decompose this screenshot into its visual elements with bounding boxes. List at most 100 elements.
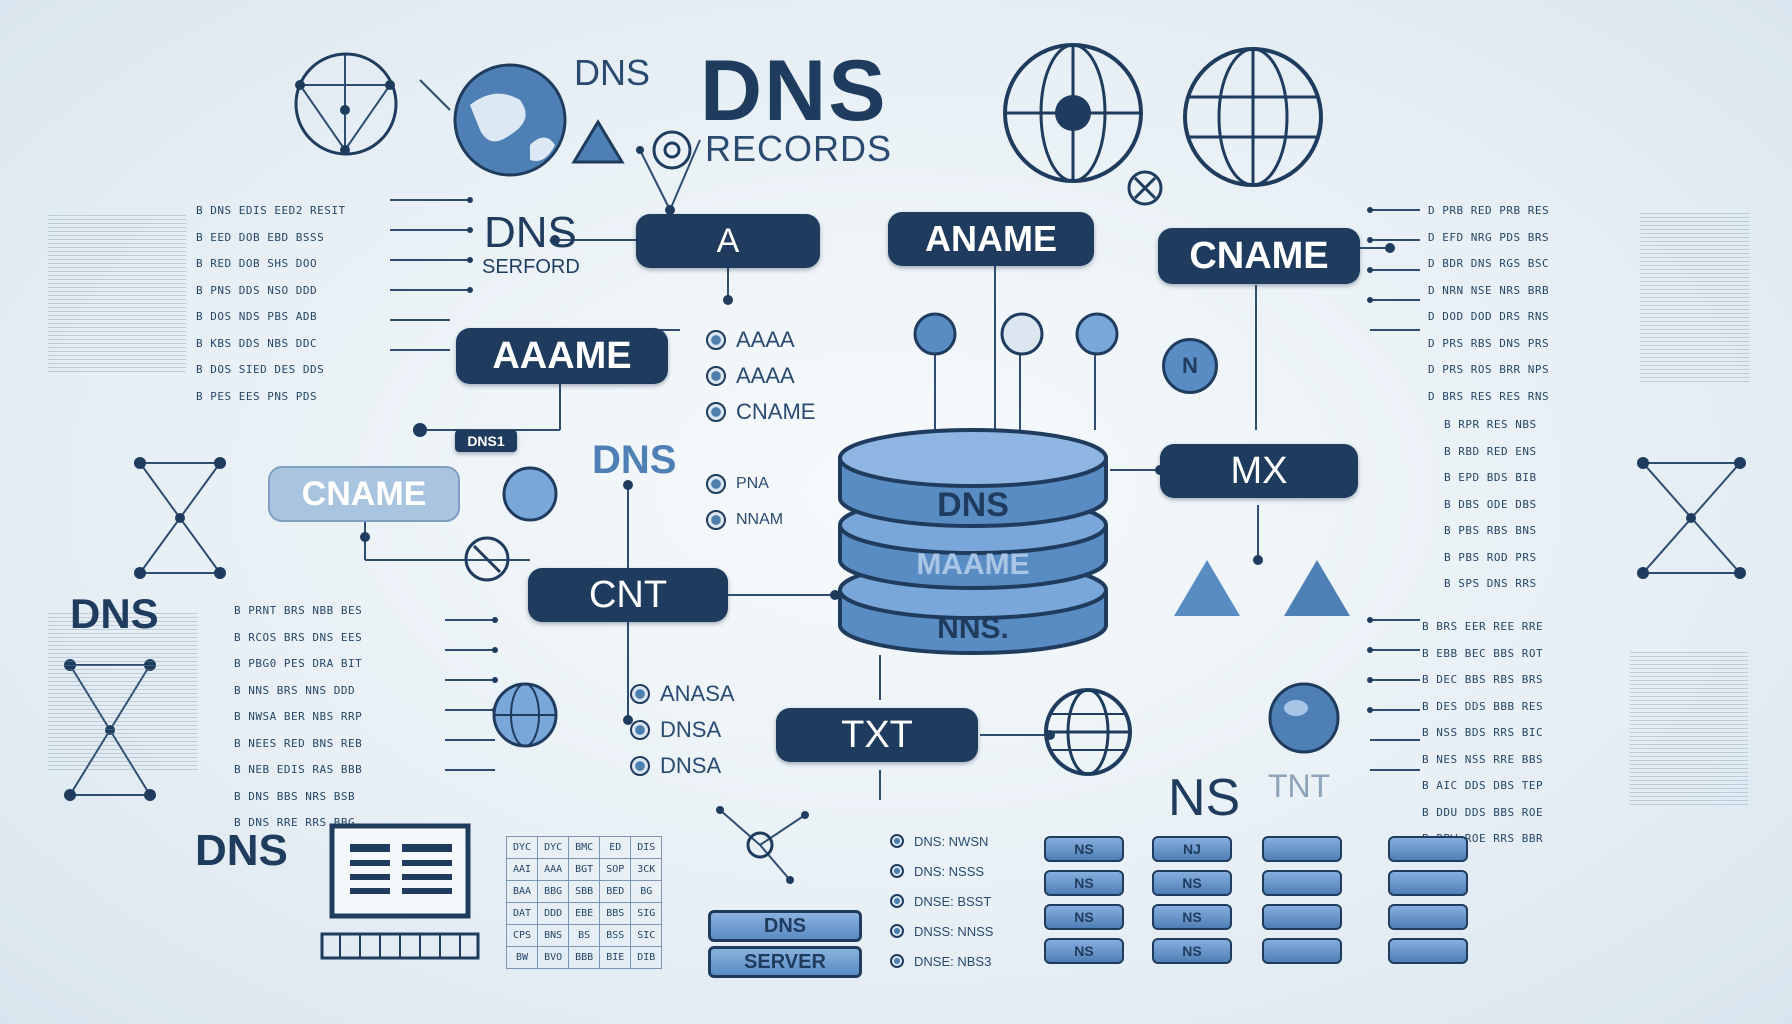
bullet-icon [890,894,904,908]
hatch-panel-right-bottom [1630,650,1748,805]
balloon-node-icon-2 [1000,312,1044,356]
bullet-icon [706,402,726,422]
record-a[interactable]: A [636,214,820,268]
rack-unit: NS [1152,938,1232,964]
database-label-bottom: NNS. [937,612,1009,645]
earth-globe-icon [453,63,567,177]
dns-label-left-top-sub: SERFORD [482,256,580,278]
table-cell: BBS [599,902,632,925]
dns-label-left-mid: DNS [70,590,159,637]
list-item: CNAME [706,394,815,430]
server-unit-bottom: SERVER [708,946,862,978]
balloon-node-icon [913,312,957,356]
table-cell: SIC [630,924,663,947]
table-cell: BSS [599,924,632,947]
wireframe-globe-icon [1003,43,1143,183]
rack-unit: NS [1044,904,1124,930]
table-cell: DIS [630,836,663,859]
table-cell: BAA [505,880,539,903]
table-cell: SIG [630,902,663,925]
tnt-label: TNT [1268,768,1331,804]
target-node-icon [652,130,692,170]
close-node-icon [1127,170,1163,206]
table-cell: BNS [537,924,570,947]
lower-record-list: ANASA DNSA DNSA [630,676,735,784]
database-label-top: DNS [937,486,1009,524]
record-mx[interactable]: MX [1160,444,1358,498]
data-column-left-bottom: B PRNT BRS NBB BES B RCOS BRS DNS EES B … [234,604,363,829]
table-cell: BS [568,924,601,947]
list-item: DNSA [630,712,735,748]
table-cell: ED [599,836,632,859]
table-cell: BBB [568,946,601,969]
rack-unit [1262,904,1342,930]
table-cell: BG [630,880,663,903]
table-cell: BIE [599,946,632,969]
bullet-icon [890,834,904,848]
dns-tag: DNS1 [455,430,517,452]
table-cell: BGT [568,858,601,881]
bullet-icon [890,864,904,878]
small-globe-icon [492,682,558,748]
sphere-icon [1268,682,1340,754]
list-item: NNAM [706,502,783,538]
meridian-globe-icon [1183,47,1323,187]
data-column-right-bottom: B BRS EER REE RRE B EBB BEC BBS ROT B DE… [1422,620,1544,845]
table-cell: 3CK [630,858,663,881]
table-cell: DYC [505,836,539,859]
table-cell: DDD [537,902,570,925]
record-cname-light[interactable]: CNAME [268,466,460,522]
bullet-icon [706,474,726,494]
table-cell: AAI [505,858,539,881]
chat-node-icon [502,466,558,522]
data-column-left-top: B DNS EDIS EED2 RESIT B EED DOB EBD BSSS… [196,204,346,403]
hatch-panel-left-bottom [48,610,198,770]
database-label-middle: MAAME [916,548,1030,581]
list-item: AAAA [706,322,815,358]
record-cname-top[interactable]: CNAME [1158,228,1360,284]
table-cell: DYC [537,836,570,859]
rack-unit: NJ [1152,836,1232,862]
record-txt[interactable]: TXT [776,708,978,762]
data-column-right-top: D PRB RED PRB RES D EFD NRG PDS BRS D BD… [1428,204,1550,403]
list-item: ANASA [630,676,735,712]
triangle-icon [571,119,625,164]
header-subtitle: RECORDS [705,128,893,169]
computer-monitor-icon [320,823,480,960]
hatch-panel-right-top [1640,212,1750,382]
bullet-icon [890,924,904,938]
list-item: PNA [706,466,783,502]
server-rack-4 [1388,836,1468,972]
record-aaame[interactable]: AAAME [456,328,668,384]
database-cylinder-icon [838,428,1108,655]
list-item: DNS: NSSS [890,856,993,886]
no-node-icon [464,536,510,582]
header-small-label: DNS [574,52,651,93]
rack-unit: NS [1152,904,1232,930]
table-cell: CPS [505,924,539,947]
n-badge: N [1162,338,1218,394]
rack-unit [1388,938,1468,964]
list-item: DNS: NWSN [890,826,993,856]
table-cell: AAA [537,858,570,881]
table-cell: BMC [568,836,601,859]
mid-record-list: PNA NNAM [706,466,783,538]
list-item: DNSA [630,748,735,784]
network-globe-icon [294,52,398,156]
dns-label-left-bottom: DNS [195,826,288,875]
rack-unit [1388,836,1468,862]
bullet-icon [630,684,650,704]
list-item: AAAA [706,358,815,394]
bullet-icon [706,366,726,386]
table-cell: BED [599,880,632,903]
table-cell: SOP [599,858,632,881]
list-item: DNSE: BSST [890,886,993,916]
record-aname[interactable]: ANAME [888,212,1094,266]
dns-label-blue: DNS [592,438,677,482]
record-cnt[interactable]: CNT [528,568,728,622]
list-item: DNSE: NBS3 [890,946,993,976]
